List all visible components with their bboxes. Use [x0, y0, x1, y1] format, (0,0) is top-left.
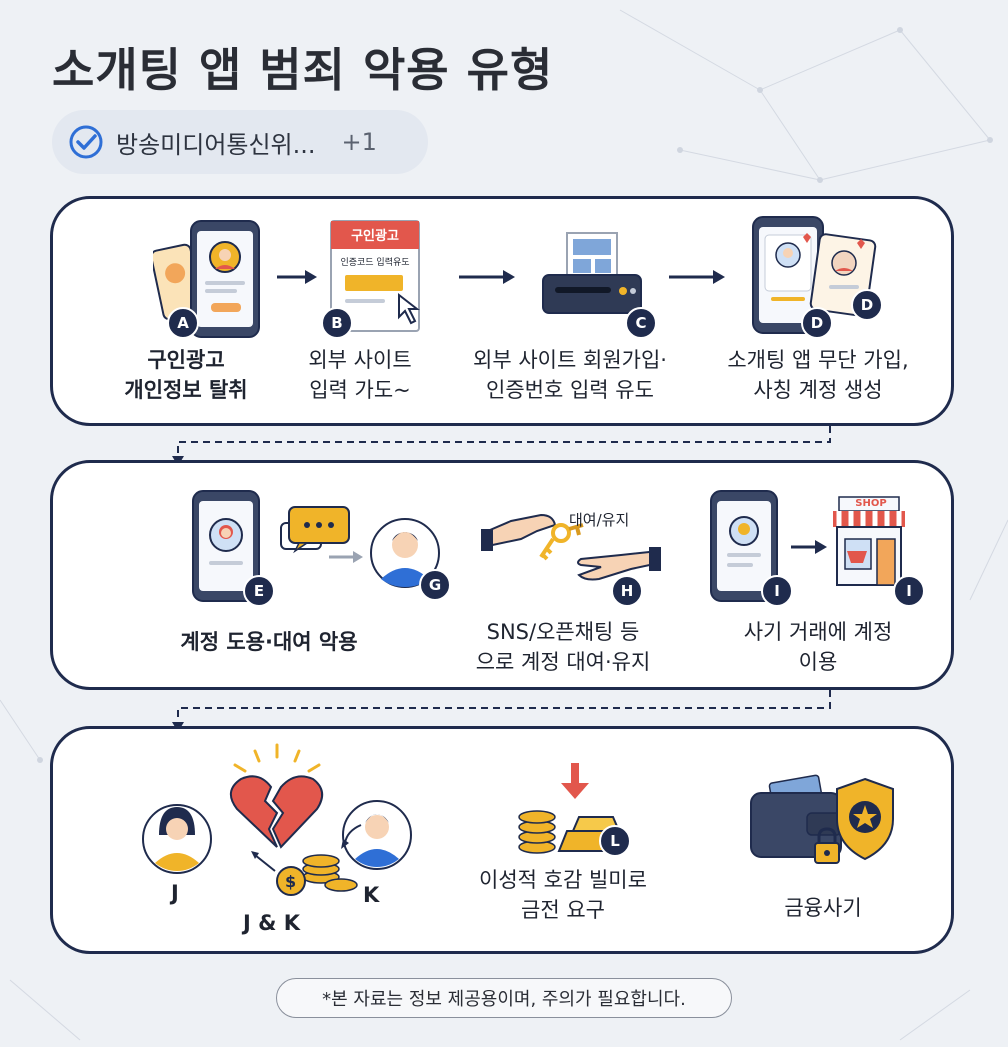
person-k-label: K	[363, 883, 380, 907]
caption-b-line2: 입력 가도~	[309, 378, 411, 402]
badge-d-2: D	[851, 289, 883, 321]
caption-l-line2: 금전 요구	[521, 898, 605, 922]
badge-d: D	[801, 307, 833, 339]
source-more-count[interactable]: +1	[341, 128, 377, 156]
badge-g: G	[419, 569, 451, 601]
caption-h: SNS/오픈채팅 등 으로 계정 대여·유지	[463, 617, 663, 677]
caption-l: 이성적 호감 빌미로 금전 요구	[463, 865, 663, 925]
job-ad-text: 인증코드 입력유도	[340, 258, 410, 268]
caption-a-line1: 구인광고	[147, 348, 225, 372]
source-label: 방송미디어통신위...	[116, 130, 316, 159]
badge-i: I	[761, 575, 793, 607]
caption-c-line2: 인증번호 입력 유도	[486, 378, 654, 402]
arrow-right-icon	[277, 270, 317, 284]
source-chip[interactable]: 방송미디어통신위... +1	[52, 110, 428, 174]
shop-sign: SHOP	[855, 498, 887, 509]
badge-a: A	[167, 307, 199, 339]
caption-i-line1: 사기 거래에 계정	[743, 620, 893, 644]
caption-h-line1: SNS/오픈채팅 등	[486, 620, 640, 644]
panel-stage-1: A 구인광고 개인정보 탈취 구인광고 인증코드 입력유도 B 외부 사이트 입…	[50, 196, 954, 426]
badge-e: E	[243, 575, 275, 607]
key-handover-icon	[481, 513, 661, 581]
badge-b: B	[321, 307, 353, 339]
caption-c: 외부 사이트 회원가입· 인증번호 입력 유도	[445, 345, 695, 405]
caption-b: 외부 사이트 입력 가도~	[285, 345, 435, 405]
caption-i: 사기 거래에 계정 이용	[713, 617, 923, 677]
server-device-icon	[542, 232, 642, 314]
caption-h-line2: 으로 계정 대여·유지	[475, 650, 651, 674]
arrow-right-icon	[669, 270, 725, 284]
caption-d-line1: 소개팅 앱 무단 가입,	[727, 348, 909, 372]
job-ad-title: 구인광고	[351, 229, 399, 244]
arrow-right-icon	[459, 270, 515, 284]
phone-profile-cards-icon	[153, 220, 260, 338]
job-ad-flyer-icon	[330, 220, 420, 332]
badge-l: L	[599, 825, 631, 857]
check-circle-icon	[69, 125, 103, 159]
caption-a: 구인광고 개인정보 탈취	[101, 345, 271, 405]
key-label: 대여/유지	[569, 511, 630, 529]
wallet-lock-shield-icon	[750, 774, 894, 864]
caption-d-line2: 사칭 계정 생성	[753, 378, 883, 402]
page-title: 소개팅 앱 범죄 악용 유형	[52, 43, 554, 97]
svg-text:$: $	[285, 872, 296, 891]
caption-d: 소개팅 앱 무단 가입, 사칭 계정 생성	[703, 345, 933, 405]
caption-i-line2: 이용	[798, 650, 838, 674]
caption-a-line2: 개인정보 탈취	[124, 378, 248, 402]
fraud-shop-icon	[710, 490, 905, 602]
caption-e: 계정 도용·대여 악용	[180, 630, 358, 654]
badge-i-2: I	[893, 575, 925, 607]
caption-l-line1: 이성적 호감 빌미로	[479, 868, 647, 892]
panel-stage-2: E G 계정 도용·대여 악용 대여/유지 H SNS/오픈채팅 등 으로 계정…	[50, 460, 954, 690]
caption-fraud: 금융사기	[784, 896, 862, 920]
caption-c-line1: 외부 사이트 회원가입·	[473, 348, 667, 372]
disclaimer-footer: *본 자료는 정보 제공용이며, 주의가 필요합니다.	[276, 978, 732, 1018]
person-j-label: J	[171, 881, 179, 905]
badge-c: C	[625, 307, 657, 339]
panel-stage-3: $ J K J & K L 이성적 호감 빌미로 금전 요구 금융사기	[50, 726, 954, 954]
caption-b-line1: 외부 사이트	[308, 348, 412, 372]
pair-label: J & K	[243, 911, 301, 935]
chat-impersonation-icon	[192, 490, 440, 602]
badge-h: H	[611, 575, 643, 607]
romance-scam-icon: $	[142, 743, 412, 896]
